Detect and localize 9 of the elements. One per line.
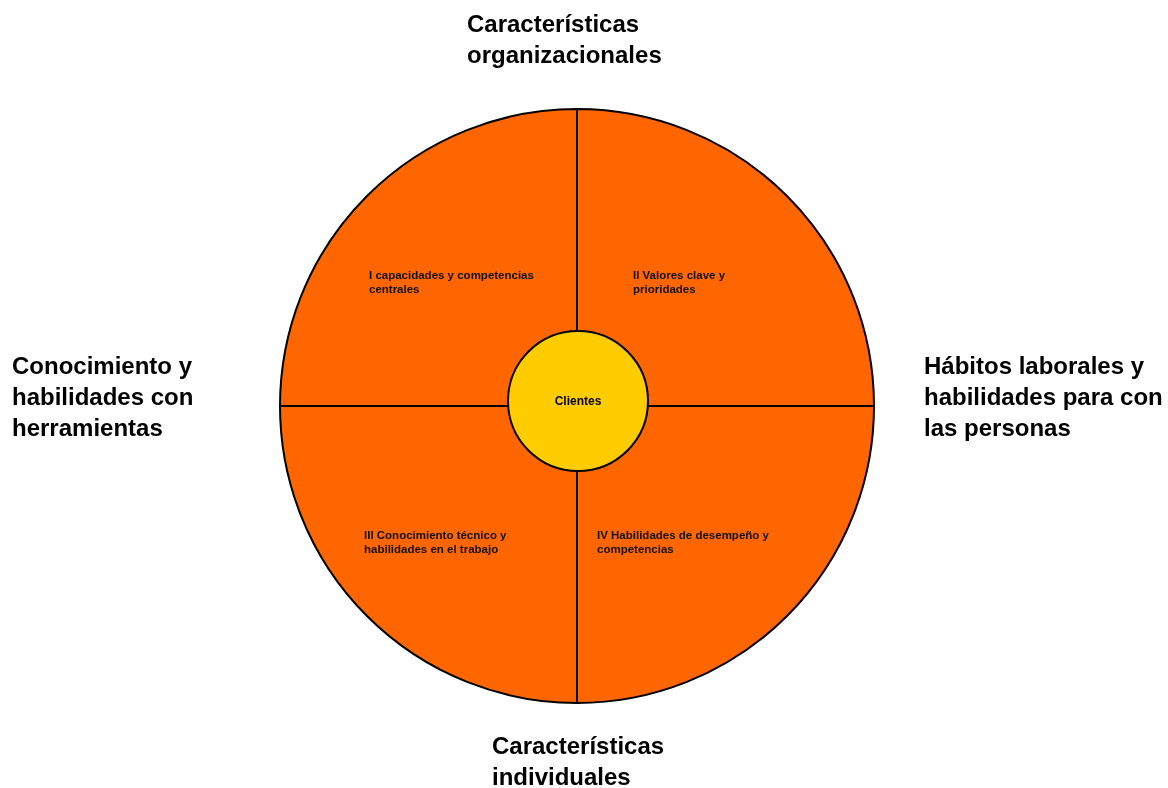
category-heading: Características individuales <box>492 731 666 788</box>
category-heading: Conocimiento y habilidades con herramientas <box>12 351 195 443</box>
sector-text: II Valores clave y prioridades <box>633 268 727 296</box>
center-label: Clientes <box>554 394 602 408</box>
sector-text: I capacidades y competencias centrales <box>369 268 535 296</box>
sector-text: III Conocimiento técnico y habilidades en el trabajo <box>364 528 508 556</box>
sector-text: IV Habilidades de desempeño y competencias <box>597 528 770 556</box>
category-heading: Características organizacionales <box>467 9 663 70</box>
category-heading: Hábitos laborales y habilidades para con las personas <box>924 351 1164 443</box>
